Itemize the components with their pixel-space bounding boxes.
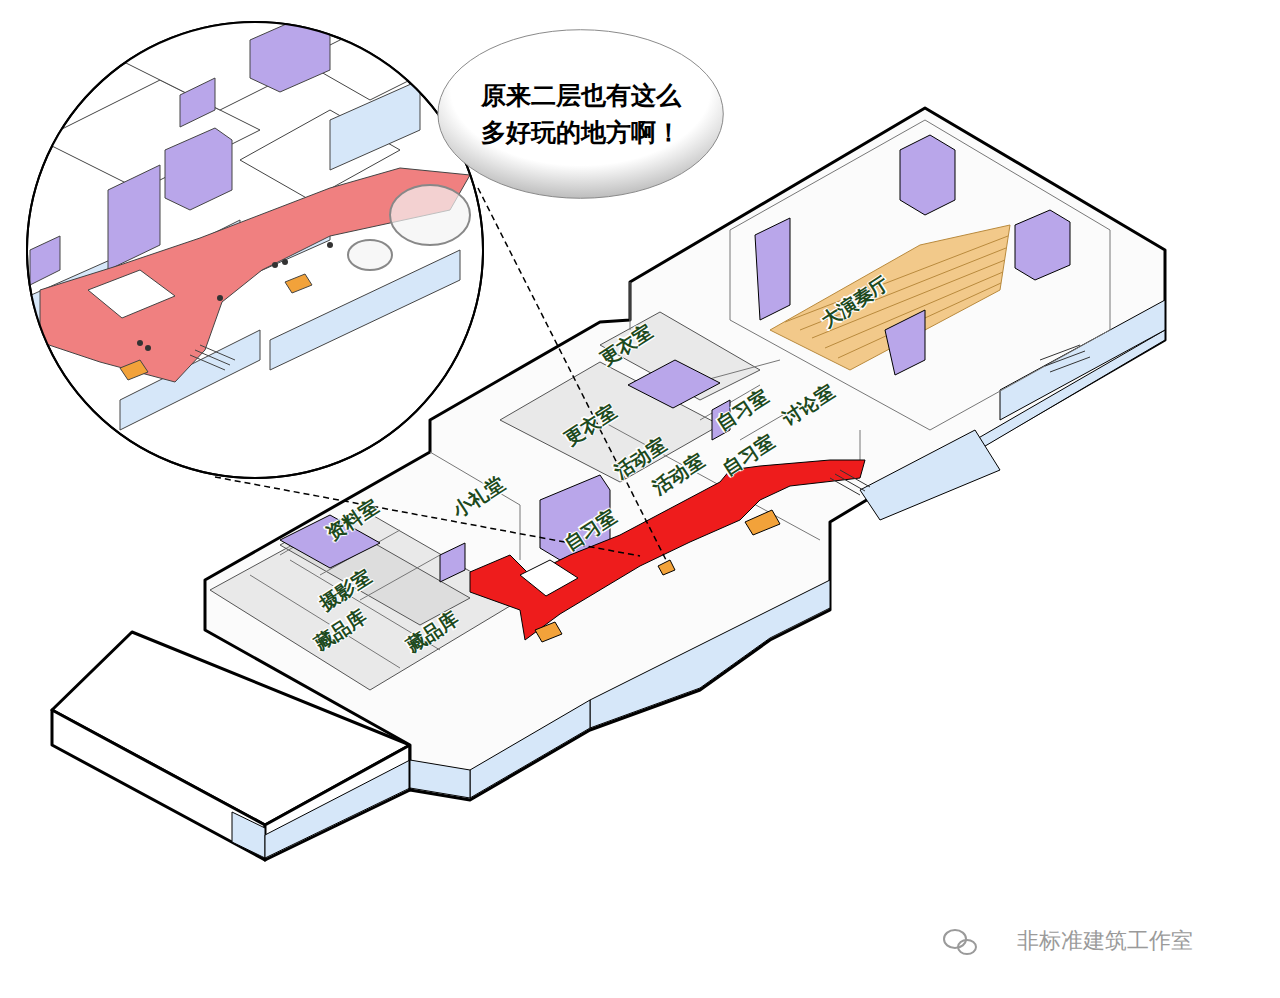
illustration-line (195, 350, 230, 365)
illustration-polygon (232, 812, 265, 858)
illustration-line (215, 477, 640, 556)
illustration-polygon (410, 760, 470, 798)
illustration-polygon (470, 700, 590, 798)
illustration-polygon (1000, 300, 1165, 420)
illustration-g (20, 0, 470, 430)
illustration-polygon (440, 543, 465, 582)
illustration-line (730, 230, 731, 320)
illustration-polygon (40, 168, 470, 382)
illustration-ellipse (958, 940, 976, 954)
illustration-ellipse (944, 930, 966, 948)
illustration-line (200, 345, 235, 360)
illustration-g (410, 300, 1165, 798)
illustration-ellipse (390, 185, 470, 245)
illustration-line (800, 248, 1006, 330)
illustration-line (840, 470, 870, 487)
illustration-polygon (120, 0, 340, 110)
illustration-polygon (745, 510, 780, 535)
illustration-polygon (30, 236, 60, 285)
illustration-ellipse (348, 240, 392, 270)
illustration-line (630, 282, 631, 330)
illustration-polygon (755, 218, 790, 320)
illustration-polygon (900, 135, 955, 215)
illustration-g (944, 930, 976, 954)
illustration-polygon (250, 18, 330, 92)
illustration-circle (137, 340, 143, 346)
illustration-polygon (330, 80, 420, 170)
illustration-polygon (628, 360, 720, 408)
illustration-polygon (120, 360, 148, 380)
illustration-line (1040, 345, 1080, 360)
illustration-line (520, 505, 521, 560)
illustration-polygon (520, 560, 578, 596)
illustration-g (137, 242, 333, 351)
bubble-text: 原来二层也有这么 多好玩的地方啊！ (473, 77, 688, 152)
illustration-polygon (210, 508, 520, 690)
illustration-g (830, 345, 1090, 495)
illustration-line (190, 355, 225, 370)
illustration-polygon (885, 310, 925, 375)
illustration-line (835, 474, 865, 491)
illustration-polygon (285, 274, 312, 293)
illustration-line (730, 120, 925, 230)
illustration-circle (327, 242, 333, 248)
bubble-ellipse (438, 30, 723, 199)
illustration-circle (27, 22, 483, 478)
illustration-line (830, 478, 860, 495)
illustration-line (1050, 357, 1090, 372)
illustration-polygon (265, 760, 410, 858)
illustration-polygon (165, 128, 232, 210)
bubble-outline (435, 28, 726, 200)
illustration-circle (282, 259, 288, 265)
illustration-circle (145, 345, 151, 351)
illustration-line (930, 330, 1110, 430)
illustration-line (250, 575, 400, 668)
illustration-polygon (265, 745, 410, 860)
watermark-text: 非标准建筑工作室 (1017, 930, 1193, 952)
illustration-polygon (860, 430, 1000, 520)
illustration-line (1110, 230, 1111, 330)
illustration-polygon (180, 78, 215, 127)
illustration-line (360, 555, 440, 600)
illustration-polygon (535, 622, 562, 642)
illustration-polygon (88, 270, 175, 318)
illustration-polygon (590, 580, 830, 728)
illustration-line (785, 236, 1008, 322)
illustration-g (215, 188, 666, 560)
illustration-circle (272, 262, 278, 268)
illustration-polygon (1015, 210, 1070, 280)
illustration-line (1045, 351, 1085, 366)
illustration-polygon (658, 560, 675, 575)
illustration-circle (217, 295, 223, 301)
illustration-polygon (52, 710, 265, 860)
illustration-line (478, 188, 666, 560)
speech-bubble: 原来二层也有这么 多好玩的地方啊！ (435, 28, 726, 200)
illustration-g (190, 345, 235, 370)
